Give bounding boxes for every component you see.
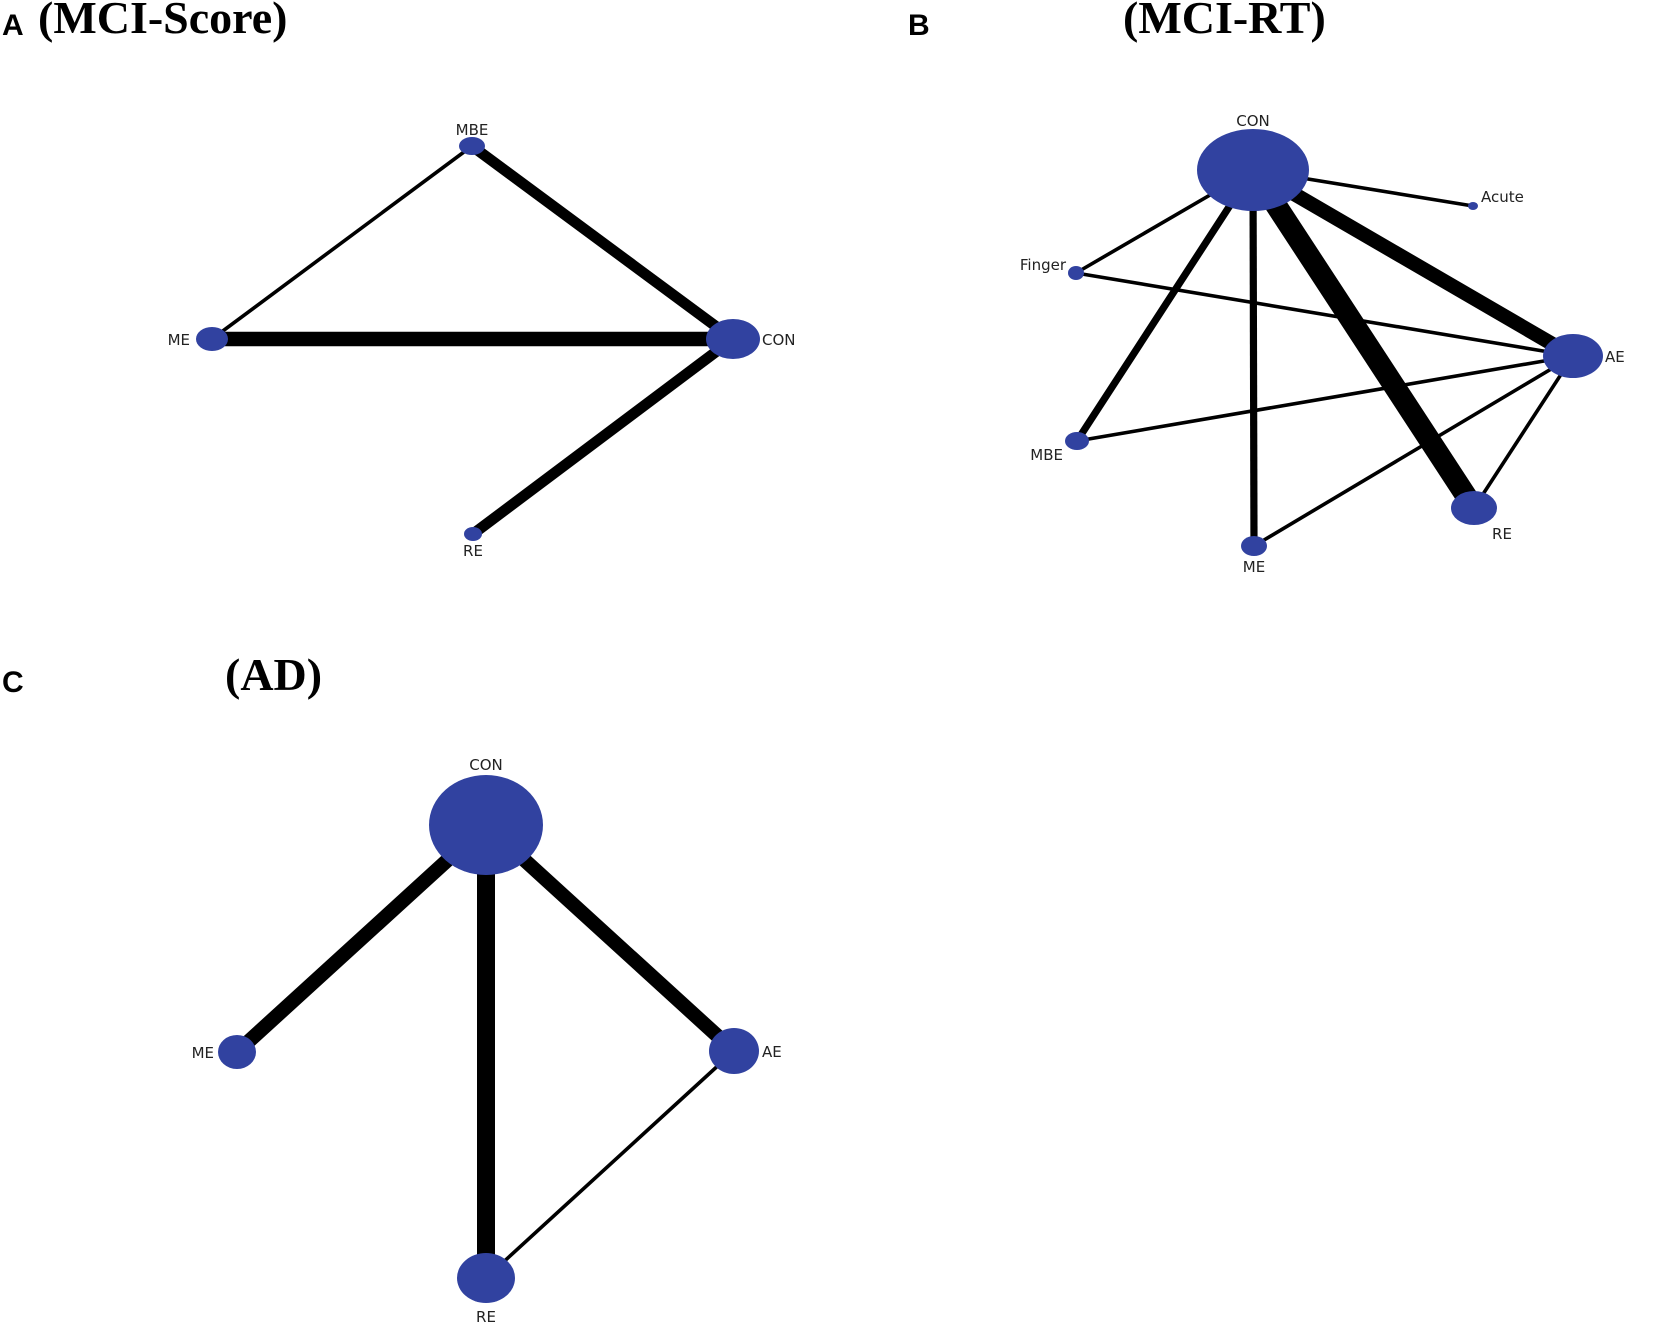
node-label-mbe: MBE [456, 121, 489, 139]
node-label-me: ME [1243, 558, 1265, 576]
panel-title: (MCI-Score) [38, 0, 288, 43]
panel-a: A (MCI-Score) MBE ME CON RE [2, 0, 796, 560]
panel-title: (MCI-RT) [1123, 0, 1326, 43]
node-label-con: CON [469, 756, 503, 774]
node-con [706, 319, 760, 359]
node-me [1241, 536, 1267, 556]
node-re [464, 527, 482, 541]
node-label-me: ME [192, 1044, 214, 1062]
node-re [1451, 491, 1497, 525]
node-ae [709, 1028, 759, 1074]
edge-con-re [469, 334, 737, 539]
edge-me-ae [1253, 354, 1574, 548]
edge-re-ae [1472, 355, 1575, 509]
node-con [1197, 129, 1309, 211]
node-label-mbe: MBE [1030, 446, 1063, 464]
node-label-ae: AE [762, 1043, 782, 1061]
node-acute [1468, 202, 1478, 210]
node-me [218, 1035, 256, 1069]
node-mbe [1065, 432, 1089, 450]
edge-con-re [1243, 164, 1484, 514]
node-mbe [459, 137, 485, 155]
node-finger [1068, 266, 1084, 280]
edge-con-me [1249, 169, 1258, 547]
edge-mbe-con [468, 141, 737, 344]
node-label-ae: AE [1605, 348, 1625, 366]
edge-mbe-ae [1076, 354, 1574, 443]
panel-letter: B [908, 9, 930, 42]
panel-letter: C [2, 666, 24, 699]
edge-finger-ae [1075, 271, 1574, 358]
edge-con-ae [481, 819, 739, 1057]
panel-letter: A [2, 9, 24, 42]
edge-con-ae [1249, 163, 1577, 363]
node-label-acute: Acute [1481, 188, 1524, 206]
edge-con-me [232, 819, 491, 1058]
panel-c: C (AD) CON ME AE RE [2, 649, 782, 1326]
edge-mbe-me [210, 144, 474, 341]
node-ae [1543, 334, 1603, 378]
node-re [457, 1253, 515, 1303]
node-con [429, 775, 543, 875]
node-label-con: CON [762, 331, 796, 349]
node-me [196, 327, 228, 351]
node-label-me: ME [168, 331, 190, 349]
panel-title: (AD) [225, 649, 322, 700]
edge-ae-re [484, 1049, 736, 1280]
node-label-re: RE [476, 1308, 496, 1326]
node-label-con: CON [1236, 112, 1270, 130]
edge-con-mbe [1073, 168, 1257, 443]
node-label-re: RE [463, 542, 483, 560]
node-label-re: RE [1492, 525, 1512, 543]
node-label-finger: Finger [1020, 256, 1067, 274]
